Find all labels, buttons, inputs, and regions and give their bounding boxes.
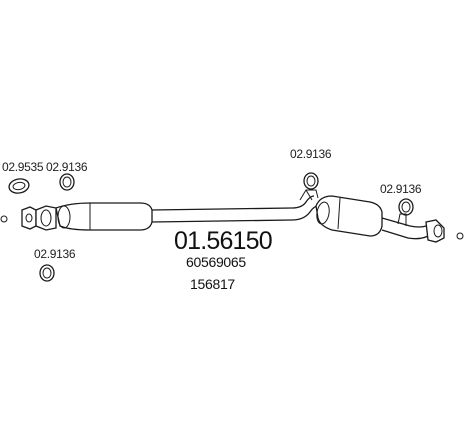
main-part-number: 01.56150 [174,227,272,255]
label-ring-right: 02.9136 [380,182,422,196]
oe-number: 60569065 [186,254,246,270]
label-gasket-left-large: 02.9535 [2,160,44,174]
ring-icon [303,172,319,190]
label-ring-left-bottom: 02.9136 [34,247,76,261]
ring-icon [59,173,75,191]
label-ring-center: 02.9136 [290,147,332,161]
exhaust-pipe-icon [21,189,445,243]
ring-icon [39,264,55,282]
gasket-icon [8,178,30,194]
end-ring-icon [456,232,464,240]
ring-icon [398,198,414,216]
label-ring-left-top: 02.9136 [46,160,88,174]
alt-number: 156817 [190,276,235,292]
end-ring-icon [0,215,8,223]
